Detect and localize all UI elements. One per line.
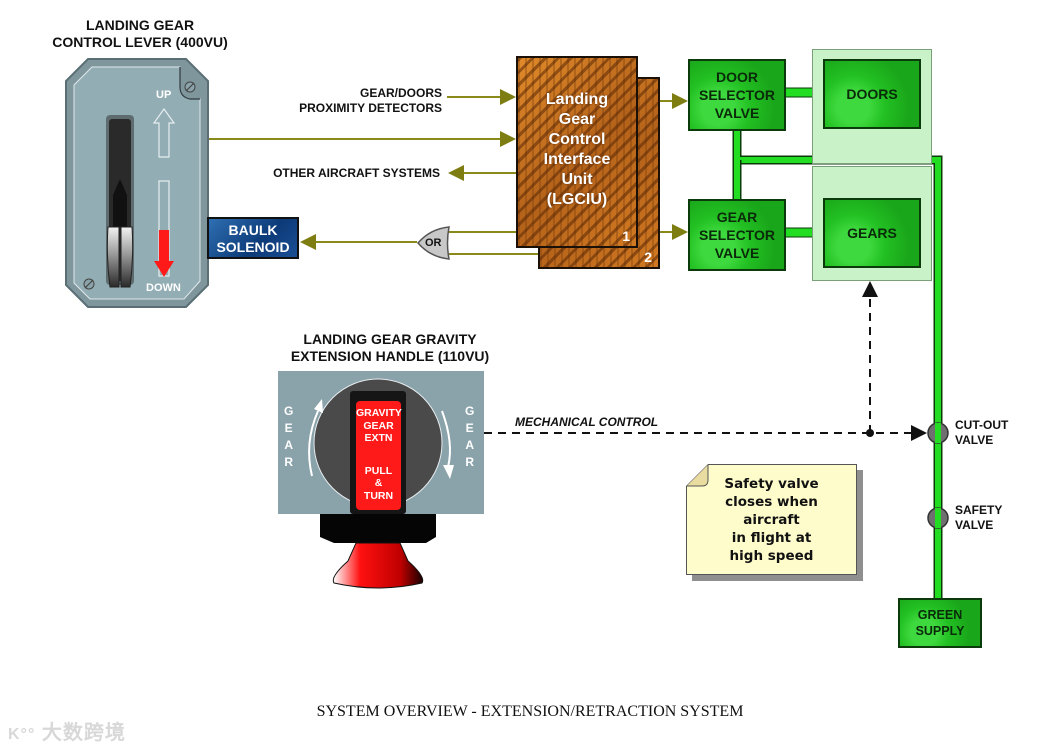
label-line: GEAR/DOORS — [359, 86, 442, 100]
control-lever-panel: UP DOWN — [64, 57, 210, 309]
label-line: SAFETY — [955, 503, 1003, 517]
safety-note: Safety valve closes when aircraft in fli… — [686, 464, 857, 575]
safety-valve-label: SAFETY VALVE — [955, 503, 1002, 533]
watermark-logo-icon: K°° — [8, 726, 36, 743]
baulk-line: SOLENOID — [216, 239, 290, 255]
figure-caption: SYSTEM OVERVIEW - EXTENSION/RETRACTION S… — [316, 703, 744, 720]
lgciu-line: Unit — [561, 171, 593, 188]
up-label: UP — [156, 89, 172, 101]
or-gate — [417, 226, 450, 260]
note-fold-icon — [686, 464, 709, 487]
valve-line: VALVE — [714, 245, 760, 261]
other-systems-label: OTHER AIRCRAFT SYSTEMS — [273, 166, 440, 180]
note-line: in flight at — [731, 530, 812, 546]
lgciu-unit-number: 1 — [622, 228, 630, 244]
note-line: Safety valve — [724, 476, 819, 492]
letter: G — [465, 404, 475, 418]
gear-letters-left: G E A R — [284, 403, 293, 471]
handle-line: GRAVITY — [356, 407, 402, 419]
valve-line: DOOR — [715, 69, 758, 85]
doors-actuator[interactable]: DOORS — [823, 59, 921, 129]
lgciu-line: Control — [548, 131, 606, 148]
handle-line: PULL — [364, 464, 393, 477]
cutout-valve-label: CUT-OUT VALVE — [955, 418, 1008, 448]
gravity-handle-panel: GRAVITY GEAR EXTN PULL & TURN G E A R G … — [278, 371, 484, 589]
watermark: K°° 大数跨境 — [8, 716, 126, 745]
title-line: LANDING GEAR — [85, 17, 195, 33]
control-lever-title: LANDING GEAR CONTROL LEVER (400VU) — [40, 17, 240, 51]
lgciu-line: Interface — [543, 151, 611, 168]
letter: R — [284, 455, 293, 469]
valve-line: SELECTOR — [699, 87, 775, 103]
proximity-detectors-label: GEAR/DOORS PROXIMITY DETECTORS — [270, 86, 442, 116]
safety-valve-symbol[interactable] — [927, 507, 949, 529]
gravity-handle-title: LANDING GEAR GRAVITY EXTENSION HANDLE (1… — [250, 331, 530, 365]
lgciu-line: Gear — [558, 111, 596, 128]
letter: E — [284, 421, 293, 435]
or-gate-label: OR — [425, 237, 442, 249]
lgciu-unit-number: 2 — [644, 249, 652, 265]
up-arrow-icon — [152, 107, 176, 158]
watermark-text: 大数跨境 — [41, 722, 126, 744]
gears-actuator[interactable]: GEARS — [823, 198, 921, 268]
lgciu-1[interactable]: Landing Gear Control Interface Unit (LGC… — [516, 56, 638, 248]
supply-line: GREEN — [917, 608, 963, 622]
title-line: CONTROL LEVER (400VU) — [52, 34, 228, 50]
gear-selector-valve[interactable]: GEAR SELECTOR VALVE — [688, 199, 786, 271]
gear-letters-right: G E A R — [465, 403, 474, 471]
label-line: VALVE — [955, 518, 994, 532]
letter: R — [465, 455, 474, 469]
title-line: LANDING GEAR GRAVITY — [303, 331, 477, 347]
green-supply[interactable]: GREEN SUPPLY — [898, 598, 982, 648]
label-line: PROXIMITY DETECTORS — [299, 101, 442, 115]
valve-line: SELECTOR — [699, 227, 775, 243]
lgciu-line: (LGCIU) — [546, 191, 608, 208]
handle-line: EXTN — [364, 432, 393, 444]
baulk-line: BAULK — [228, 222, 278, 238]
handle-line: & — [374, 477, 383, 489]
rotate-arrow-icon — [314, 399, 323, 413]
note-line: aircraft — [743, 512, 800, 528]
door-selector-valve[interactable]: DOOR SELECTOR VALVE — [688, 59, 786, 131]
lgciu-line: Landing — [545, 91, 609, 108]
valve-line: VALVE — [714, 105, 760, 121]
supply-line: SUPPLY — [915, 624, 965, 638]
mechanical-control-label: MECHANICAL CONTROL — [515, 415, 659, 429]
baulk-solenoid: BAULK SOLENOID — [207, 217, 299, 259]
label-line: CUT-OUT — [955, 418, 1009, 432]
letter: A — [465, 438, 474, 452]
rotate-arrow-icon — [443, 465, 454, 479]
note-line: closes when — [725, 494, 818, 510]
valve-line: GEAR — [716, 209, 758, 225]
letter: E — [465, 421, 474, 435]
gravity-extension-handle[interactable]: GRAVITY GEAR EXTN PULL & TURN — [356, 401, 402, 510]
cutout-valve-symbol[interactable] — [927, 422, 949, 444]
handle-line: TURN — [363, 489, 394, 502]
down-arrow-icon — [154, 230, 174, 277]
note-line: high speed — [729, 548, 814, 564]
letter: A — [284, 438, 293, 452]
letter: G — [284, 404, 294, 418]
junction-dot — [866, 429, 874, 437]
handle-line: GEAR — [363, 419, 394, 432]
label-line: VALVE — [955, 433, 994, 447]
lgciu-label: Landing Gear Control Interface Unit (LGC… — [518, 90, 636, 210]
down-label: DOWN — [146, 282, 181, 294]
title-line: EXTENSION HANDLE (110VU) — [290, 348, 490, 364]
